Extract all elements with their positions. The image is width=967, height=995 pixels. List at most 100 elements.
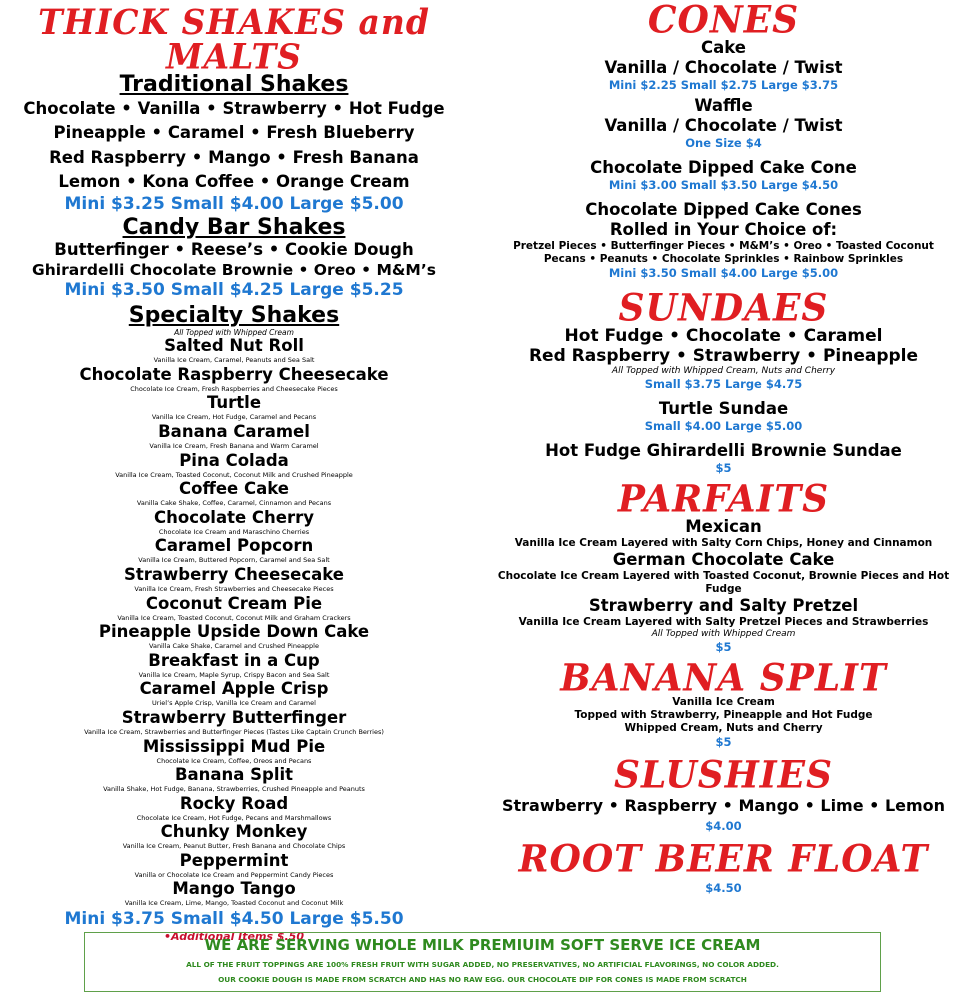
specialty-item-desc: Uriel’s Apple Crisp, Vanilla Ice Cream a… <box>152 699 316 708</box>
waffle-cone-name: Waffle <box>694 96 753 115</box>
candy-price: Mini $3.50 Small $4.25 Large $5.25 <box>64 280 404 301</box>
mexican-parfait-desc: Vanilla Ice Cream Layered with Salty Cor… <box>514 537 933 549</box>
specialty-item-name: Mango Tango <box>172 879 296 899</box>
brownie-sundae-name: Hot Fudge Ghirardelli Brownie Sundae <box>545 441 902 460</box>
banner-line: OUR COOKIE DOUGH IS MADE FROM SCRATCH AN… <box>218 975 747 984</box>
banana-split-title: BANANA SPLIT <box>560 655 887 701</box>
specialty-item-desc: Vanilla Ice Cream, Fresh Banana and Warm… <box>149 441 319 450</box>
specialty-item-name: Coconut Cream Pie <box>145 593 323 613</box>
specialty-heading: Specialty Shakes <box>128 303 340 329</box>
banner-line: ALL OF THE FRUIT TOPPINGS ARE 100% FRESH… <box>186 960 779 969</box>
rolled-cone-name: Chocolate Dipped Cake Cones <box>585 200 862 219</box>
specialty-item-desc: Vanilla Ice Cream, Fresh Strawberries an… <box>134 584 334 593</box>
turtle-sundae-price: Small $4.00 Large $5.00 <box>644 419 803 433</box>
specialty-item-name: Caramel Popcorn <box>154 536 314 556</box>
specialty-item-name: Rocky Road <box>179 793 289 813</box>
turtle-sundae-name: Turtle Sundae <box>658 399 789 418</box>
traditional-line: Chocolate • Vanilla • Strawberry • Hot F… <box>23 99 445 118</box>
rolled-cone-options: Pecans • Peanuts • Chocolate Sprinkles •… <box>543 253 904 265</box>
specialty-item-name: Strawberry Cheesecake <box>124 564 344 584</box>
banana-split-desc: Vanilla Ice Cream <box>672 696 775 708</box>
specialty-item-name: Pineapple Upside Down Cake <box>98 622 370 642</box>
pretzel-parfait-desc: Vanilla Ice Cream Layered with Salty Pre… <box>518 616 929 628</box>
cake-cone-name: Cake <box>701 38 746 57</box>
specialty-item-desc: Vanilla Cake Shake, Caramel and Crushed … <box>149 642 319 651</box>
german-parfait-desc: Chocolate Ice Cream Layered with Toasted… <box>497 570 950 595</box>
specialty-item-name: Pina Colada <box>179 450 289 470</box>
specialty-item-desc: Chocolate Ice Cream and Maraschino Cherr… <box>158 527 310 536</box>
sundaes-title: SUNDAES <box>618 285 829 331</box>
banner-headline: WE ARE SERVING WHOLE MILK PREMIUIM SOFT … <box>204 936 761 954</box>
dipped-cone-name: Chocolate Dipped Cake Cone <box>590 158 857 177</box>
specialty-item-desc: Vanilla Ice Cream, Buttered Popcorn, Car… <box>138 556 330 565</box>
mexican-parfait-name: Mexican <box>685 517 762 536</box>
traditional-line: Lemon • Kona Coffee • Orange Cream <box>58 171 410 191</box>
rolled-cone-price: Mini $3.50 Small $4.00 Large $5.00 <box>608 266 839 280</box>
specialty-item-desc: Vanilla Cake Shake, Coffee, Caramel, Cin… <box>136 499 332 508</box>
specialty-item-name: Strawberry Butterfinger <box>121 707 347 727</box>
brownie-sundae-price: $5 <box>715 461 732 475</box>
pretzel-parfait-name: Strawberry and Salty Pretzel <box>588 596 859 615</box>
other-treats-column: CONES Cake Vanilla / Chocolate / Twist M… <box>480 0 967 895</box>
specialty-item-desc: Chocolate Ice Cream, Hot Fudge, Pecans a… <box>136 813 332 822</box>
banana-split-price: $5 <box>715 735 732 749</box>
parfait-note: All Topped with Whipped Cream <box>651 629 796 639</box>
traditional-line: Pineapple • Caramel • Fresh Blueberry <box>53 123 415 143</box>
specialty-item-desc: Vanilla or Chocolate Ice Cream and Peppe… <box>134 870 334 879</box>
specialty-item-name: Coffee Cake <box>179 479 289 499</box>
sundae-price: Small $3.75 Large $4.75 <box>644 377 803 391</box>
banana-split-desc: Whipped Cream, Nuts and Cherry <box>624 722 823 734</box>
specialty-item-name: Salted Nut Roll <box>164 336 304 356</box>
specialty-note: All Topped with Whipped Cream <box>174 328 294 338</box>
specialty-item-desc: Vanilla Ice Cream, Maple Syrup, Crispy B… <box>138 670 330 679</box>
traditional-heading: Traditional Shakes <box>119 72 349 97</box>
cake-cone-flavors: Vanilla / Chocolate / Twist <box>604 58 843 77</box>
dipped-cone-price: Mini $3.00 Small $3.50 Large $4.50 <box>608 178 839 192</box>
traditional-list: Chocolate • Vanilla • Strawberry • Hot F… <box>0 97 468 194</box>
specialty-item-desc: Vanilla Shake, Hot Fudge, Banana, Strawb… <box>103 785 365 794</box>
root-beer-float-title: ROOT BEER FLOAT <box>518 836 929 882</box>
traditional-line: Red Raspberry • Mango • Fresh Banana <box>49 147 419 167</box>
specialty-item-desc: Vanilla Ice Cream, Strawberries and Butt… <box>84 727 384 736</box>
sundae-flavors: Hot Fudge • Chocolate • Caramel <box>564 326 883 346</box>
specialty-item-name: Banana Split <box>174 765 294 785</box>
parfaits-title: PARFAITS <box>617 476 830 522</box>
specialty-price: Mini $3.75 Small $4.50 Large $5.50 <box>64 909 404 930</box>
slushie-price: $4.00 <box>705 819 742 833</box>
shakes-column: THICK SHAKES and MALTS Traditional Shake… <box>0 0 468 944</box>
sundae-flavors: Red Raspberry • Strawberry • Pineapple <box>528 346 919 366</box>
specialty-item-desc: Chocolate Ice Cream, Coffee, Oreos and P… <box>156 756 312 765</box>
specialty-item-desc: Vanilla Ice Cream, Hot Fudge, Caramel an… <box>151 413 317 422</box>
specialty-item-desc: Vanilla Ice Cream, Lime, Mango, Toasted … <box>124 899 344 908</box>
slushie-flavors: Strawberry • Raspberry • Mango • Lime • … <box>501 796 946 815</box>
candy-line: Ghirardelli Chocolate Brownie • Oreo • M… <box>32 261 436 280</box>
specialty-item-desc: Vanilla Ice Cream, Caramel, Peanuts and … <box>153 356 315 365</box>
cake-cone-price: Mini $2.25 Small $2.75 Large $3.75 <box>608 78 839 92</box>
parfait-price: $5 <box>715 640 732 654</box>
cones-title: CONES <box>647 0 800 43</box>
root-beer-float-price: $4.50 <box>705 881 742 895</box>
waffle-cone-flavors: Vanilla / Chocolate / Twist <box>604 116 843 135</box>
german-parfait-name: German Chocolate Cake <box>612 550 835 569</box>
specialty-item-name: Peppermint <box>179 850 289 870</box>
traditional-price: Mini $3.25 Small $4.00 Large $5.00 <box>64 194 404 215</box>
specialty-item-name: Chunky Monkey <box>160 822 308 842</box>
slushies-title: SLUSHIES <box>613 752 834 798</box>
specialty-item-name: Caramel Apple Crisp <box>139 679 329 699</box>
additional-items: •Additional Items $.50 <box>164 930 304 944</box>
specialty-item-desc: Chocolate Ice Cream, Fresh Raspberries a… <box>130 384 338 393</box>
rolled-cone-subtitle: Rolled in Your Choice of: <box>609 220 838 239</box>
specialty-item-name: Mississippi Mud Pie <box>142 736 326 756</box>
rolled-cone-options: Pretzel Pieces • Butterfinger Pieces • M… <box>513 240 934 252</box>
specialty-item-desc: Vanilla Ice Cream, Toasted Coconut, Coco… <box>115 470 353 479</box>
shakes-title: THICK SHAKES and MALTS <box>38 1 430 77</box>
banana-split-desc: Topped with Strawberry, Pineapple and Ho… <box>574 709 873 721</box>
specialty-item-name: Chocolate Cherry <box>154 507 314 527</box>
candy-heading: Candy Bar Shakes <box>122 215 346 241</box>
waffle-cone-price: One Size $4 <box>685 136 762 150</box>
quality-banner: WE ARE SERVING WHOLE MILK PREMIUIM SOFT … <box>84 932 881 992</box>
specialty-item-name: Chocolate Raspberry Cheesecake <box>79 364 389 384</box>
specialty-item-name: Turtle <box>206 393 262 413</box>
specialty-item-name: Breakfast in a Cup <box>148 650 320 670</box>
